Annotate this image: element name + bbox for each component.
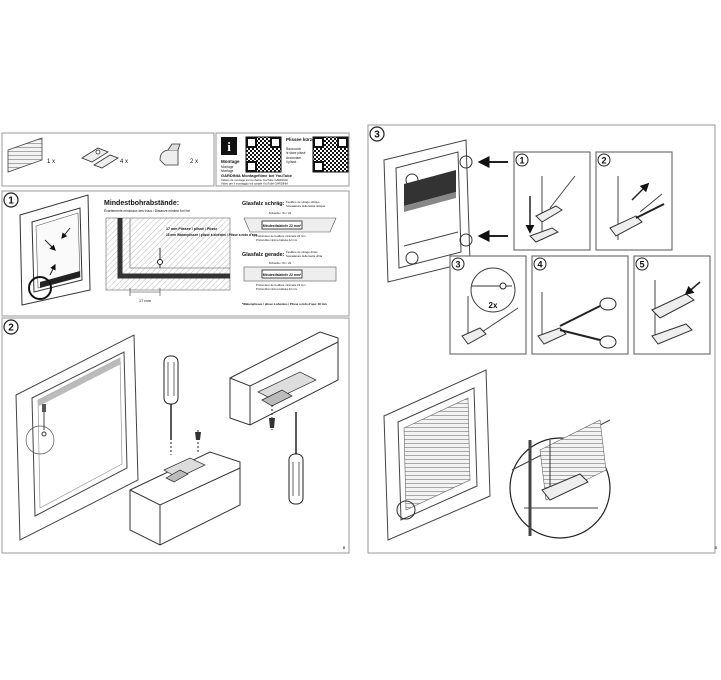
plissee-sub2: le store plissé (286, 151, 306, 155)
plissee-sub3: Accorciare (286, 156, 301, 160)
window-drawing-2 (15, 334, 139, 541)
step-number-3: 3 (374, 130, 380, 141)
plissee-title: Plissee kürzen (286, 137, 318, 142)
parts-box: 1 x 4 x 2 x (1, 132, 215, 187)
youtube-sub2: Video per il montaggio sul canale YouTub… (221, 182, 288, 186)
part-qty-blind: 1 x (47, 159, 55, 165)
substep-2: 2 (595, 151, 673, 251)
substep-4: 4 (531, 255, 629, 355)
schraeg-badge: Mindestfalztiefe 22 mm* (263, 224, 302, 228)
dimension-label: 17 mm (139, 298, 152, 303)
part-qty-clip: 4 x (120, 159, 128, 165)
spec-plissee: 17 mm Plissee / plissé / Plisse (166, 227, 217, 231)
screwdriver-1 (163, 355, 201, 455)
part-qty-holder: 2 x (190, 159, 198, 165)
substep-number-2: 2 (601, 156, 606, 166)
pleat-blind-part (7, 137, 43, 173)
footnote: *Wabenplissee / plissé à alvéoles / Plis… (242, 302, 327, 306)
drill-distance-drawing: 17 mm 17 mm Plissee / plissé / Plisse 18… (105, 217, 258, 303)
schraeg-note1: Profondeur de feuillure minimale 22 mm (256, 234, 306, 238)
gerade-screw: Schraube / Vis / Viti (269, 261, 292, 265)
detail-zoom-circle (509, 419, 611, 539)
holder-part (159, 143, 181, 166)
detail-circle-2 (25, 425, 55, 455)
gerade-note2: Profondità minima battuta 22 mm (256, 287, 298, 291)
gerade-title: Glasfalz gerade: (242, 252, 285, 258)
gerade-sub1: Feuillure de vitrage droite (286, 250, 318, 254)
glass-rebate-oblique-drawing: Mindestfalztiefe 22 mm* (243, 217, 337, 233)
substep-3: 3 2x (449, 255, 527, 355)
clip-bracket-part (81, 147, 119, 169)
video-box: i Montage Montage Montage Plissee kürzen… (215, 132, 350, 187)
gerade-badge: Mindestfalztiefe 22 mm* (263, 273, 302, 277)
gerade-sub2: Scanalatura della lastra dritta (286, 254, 323, 258)
montage-sub2: Montage (221, 169, 234, 173)
gerade-note1: Profondeur de feuillure minimale 22 mm (256, 283, 306, 287)
window-installed-blind (383, 369, 491, 541)
schraeg-title: Glasfalz schräg: (242, 201, 285, 207)
plissee-sub4: il plissé (286, 160, 297, 164)
glass-rebate-straight-drawing: Mindestfalztiefe 22 mm* (243, 266, 337, 282)
plissee-sub1: Raccourcir (286, 147, 302, 151)
substep-number-3: 3 (455, 260, 460, 270)
drill-heading-sub: Écartements minimaux des trous / Distanz… (104, 208, 190, 213)
substep-1: 1 (513, 151, 591, 251)
youtube-title: GARDINIA Montagefilme bei YouTube (221, 173, 293, 178)
step-number-2: 2 (8, 323, 14, 334)
spec-wabe: 18 mm Wabenplissee / plissé à alvéoles /… (166, 233, 258, 237)
scissors-icon (559, 297, 617, 349)
schraeg-sub1: Feuillure de vitrage oblique (286, 200, 320, 204)
panel-1: 1 Mindestbohrabstände: Écartements minim… (1, 190, 350, 317)
qty-2x: 2x (489, 301, 498, 310)
substep-number-1: 1 (519, 156, 524, 166)
schraeg-screw: Schraube / Vis / Viti (269, 211, 292, 215)
page-code-right: B (715, 545, 718, 550)
panel-2: 2 (1, 317, 350, 554)
step-badge-3 (369, 126, 385, 142)
step-badge-1 (3, 192, 19, 208)
screwdriver-2 (288, 412, 304, 505)
drill-heading: Mindestbohrabstände: (104, 200, 179, 207)
mounting-block-upper (229, 331, 339, 430)
montage-title: Montage (221, 159, 240, 164)
panel-3: 3 1 2 (367, 124, 718, 554)
detail-circle (28, 276, 52, 300)
schraeg-sub2: Scanalatura della lastra obliqua (286, 204, 325, 208)
info-icon (221, 137, 237, 155)
schraeg-note2: Profondità minima battuta 22 mm (256, 238, 298, 242)
step-number-1: 1 (8, 196, 14, 207)
youtube-sub1: Vidéos de montage sur la chaîne YouTube … (221, 178, 288, 182)
substep-number-5: 5 (639, 260, 644, 270)
window-with-blind (383, 139, 508, 283)
page-code-left: B (343, 545, 346, 550)
montage-sub1: Montage (221, 165, 234, 169)
substep-5: 5 (633, 255, 711, 355)
substep-number-4: 4 (537, 260, 542, 270)
step-badge-2 (3, 319, 19, 335)
mounting-block-lower (129, 451, 241, 546)
svg-text:i: i (227, 139, 231, 154)
window-drawing-1 (19, 194, 91, 306)
